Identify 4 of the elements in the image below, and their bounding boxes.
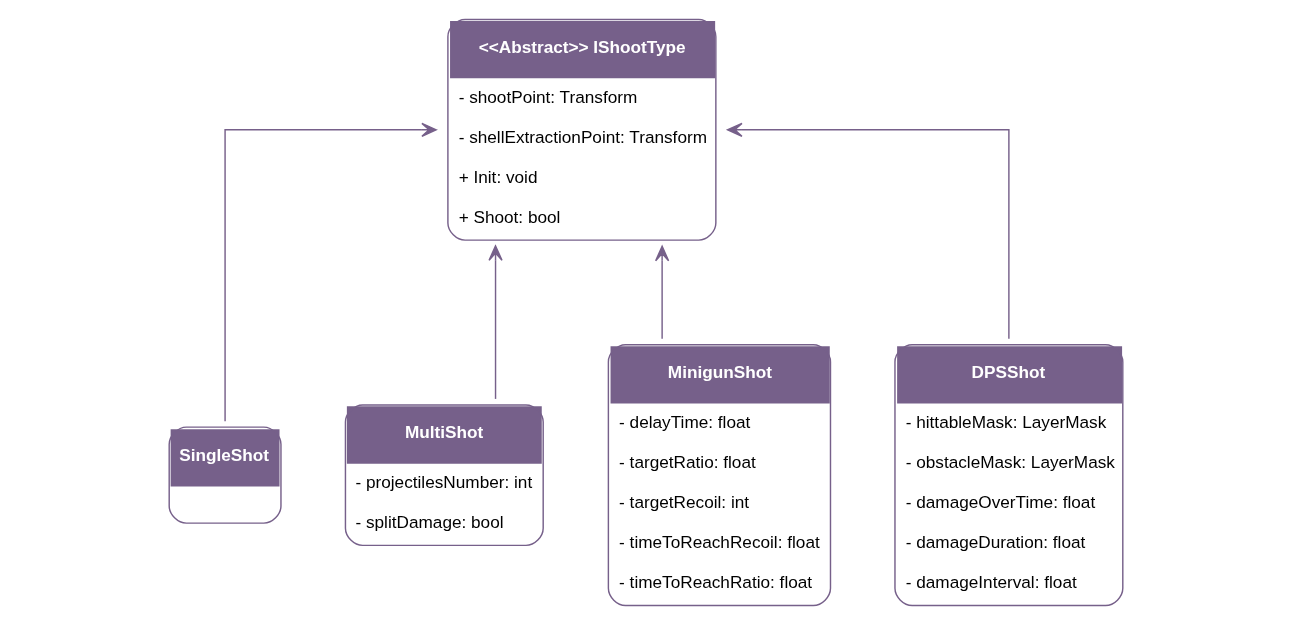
- arrow: [223, 122, 437, 422]
- arrow: [726, 122, 1010, 340]
- arrow: [487, 245, 503, 400]
- arrow: [654, 245, 669, 340]
